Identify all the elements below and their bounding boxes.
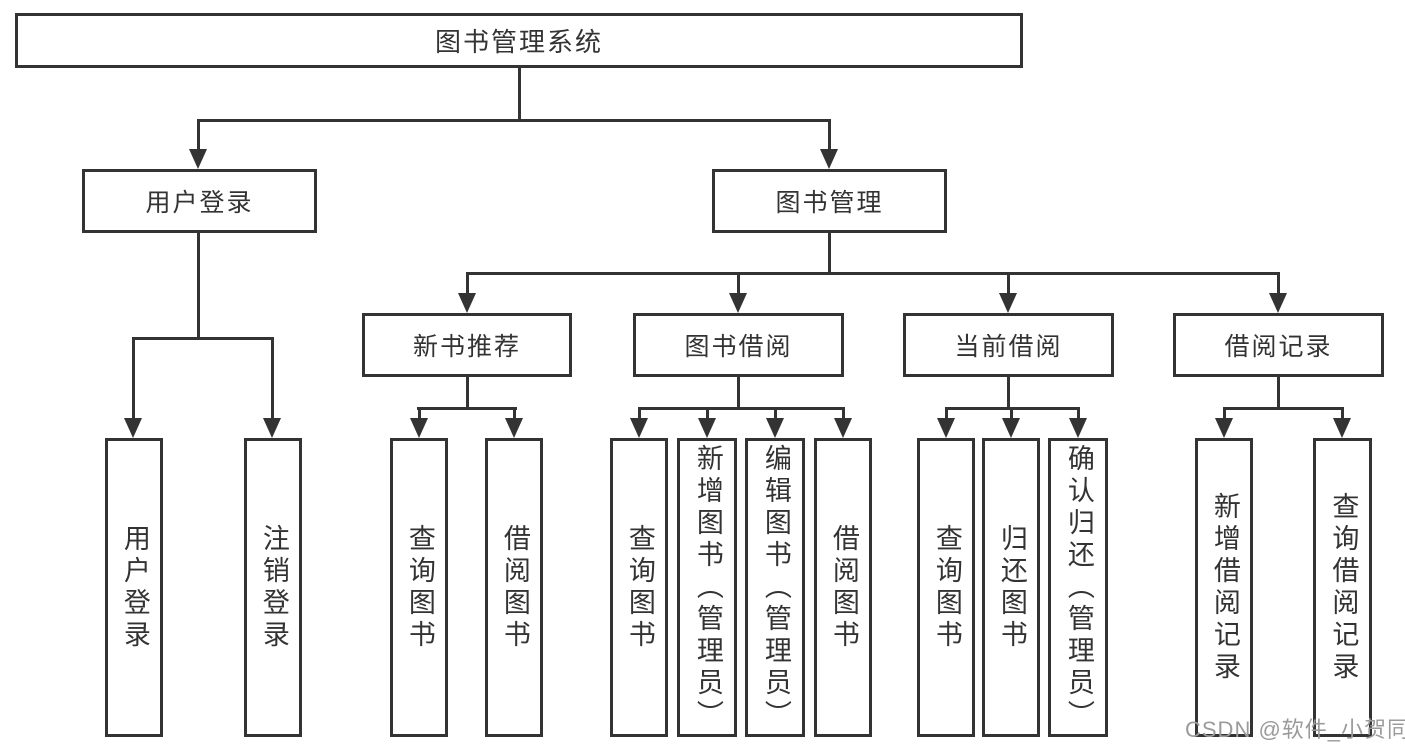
node-label: 图书借阅 [684, 333, 793, 361]
connector-to-leaf [132, 337, 135, 422]
connector-to-leaf [638, 407, 641, 422]
connector-to-leaf [271, 337, 274, 422]
connector-to-leaf [418, 407, 421, 422]
connector-to-leaf [842, 407, 845, 422]
node-label: 新书推荐 [412, 333, 521, 361]
arrow-down-icon [505, 418, 523, 438]
node-new-book-recommendation: 新书推荐 [362, 313, 572, 377]
leaf-return-books: 归还图书 [982, 438, 1040, 737]
connector-to-leaf [774, 407, 777, 422]
node-label: 查询借阅记录 [1328, 491, 1359, 684]
connector-to-book-borrow [737, 272, 740, 297]
connector-current-borrow-stem [1007, 377, 1010, 410]
arrow-down-icon [1269, 293, 1287, 313]
arrow-down-icon [999, 293, 1017, 313]
node-label: 借阅图书 [499, 523, 530, 652]
arrow-down-icon [1215, 418, 1233, 438]
node-label: 注销登录 [258, 523, 289, 652]
node-label: 借阅图书 [828, 523, 859, 652]
connector-to-leaf [1223, 407, 1226, 422]
connector-root-split [197, 119, 831, 122]
node-book-borrowing: 图书借阅 [633, 313, 844, 377]
node-label: 确认归还（管理员） [1063, 443, 1094, 732]
node-label: 查询图书 [624, 523, 655, 652]
connector-book-management-stem [828, 232, 831, 275]
leaf-logout: 注销登录 [244, 438, 302, 737]
arrow-down-icon [263, 418, 281, 438]
node-label: 图书管理系统 [434, 27, 603, 57]
connector-root-stem [518, 68, 521, 119]
leaf-edit-books-admin: 编辑图书（管理员） [745, 438, 805, 737]
arrow-down-icon [124, 418, 142, 438]
connector-user-login-stem [197, 232, 200, 339]
node-current-borrowing: 当前借阅 [903, 313, 1114, 377]
node-label: 当前借阅 [954, 333, 1063, 361]
connector-borrow-records-stem [1277, 377, 1280, 410]
connector-to-leaf [1077, 407, 1080, 422]
leaf-query-books: 查询图书 [917, 438, 975, 737]
leaf-add-books-admin: 新增图书（管理员） [677, 438, 737, 737]
node-label: 用户登录 [145, 189, 254, 217]
node-label: 查询图书 [404, 523, 435, 652]
node-label: 查询图书 [931, 523, 962, 652]
leaf-confirm-return-admin: 确认归还（管理员） [1048, 438, 1108, 737]
connector-book-borrow-stem [737, 377, 740, 410]
arrow-down-icon [766, 418, 784, 438]
connector-to-new-book [466, 272, 469, 297]
arrow-down-icon [937, 418, 955, 438]
connector-to-current-borrow [1007, 272, 1010, 297]
connector-to-user-login [197, 119, 200, 153]
arrow-down-icon [1002, 418, 1020, 438]
arrow-down-icon [729, 293, 747, 313]
connector-to-book-management [828, 119, 831, 153]
arrow-down-icon [458, 293, 476, 313]
node-borrowing-records: 借阅记录 [1173, 313, 1384, 377]
arrow-down-icon [820, 149, 838, 169]
node-book-management: 图书管理 [712, 169, 947, 233]
connector-to-leaf [1341, 407, 1344, 422]
leaf-borrow-books: 借阅图书 [814, 438, 872, 737]
connector-to-leaf [513, 407, 516, 422]
node-label: 借阅记录 [1224, 333, 1333, 361]
leaf-user-login: 用户登录 [105, 438, 163, 737]
connector-book-management-split [466, 272, 1280, 275]
connector-to-leaf [706, 407, 709, 422]
leaf-query-books: 查询图书 [610, 438, 668, 737]
node-label: 用户登录 [119, 523, 150, 652]
leaf-query-borrow-record: 查询借阅记录 [1313, 438, 1372, 737]
connector-borrow-records-split [1223, 407, 1344, 410]
arrow-down-icon [1333, 418, 1351, 438]
leaf-query-books: 查询图书 [390, 438, 448, 737]
arrow-down-icon [189, 149, 207, 169]
arrow-down-icon [698, 418, 716, 438]
arrow-down-icon [630, 418, 648, 438]
leaf-borrow-books: 借阅图书 [485, 438, 543, 737]
connector-user-login-split [132, 337, 274, 340]
connector-to-leaf [945, 407, 948, 422]
leaf-add-borrow-record: 新增借阅记录 [1195, 438, 1253, 737]
connector-to-borrow-records [1277, 272, 1280, 297]
node-user-login: 用户登录 [82, 169, 317, 233]
connector-new-book-split [417, 407, 517, 410]
arrow-down-icon [1069, 418, 1087, 438]
node-library-management-system: 图书管理系统 [15, 13, 1023, 68]
node-label: 归还图书 [996, 523, 1027, 652]
arrow-down-icon [410, 418, 428, 438]
node-label: 编辑图书（管理员） [760, 443, 791, 732]
arrow-down-icon [834, 418, 852, 438]
node-label: 新增图书（管理员） [692, 443, 723, 732]
connector-book-borrow-split [638, 407, 844, 410]
node-label: 新增借阅记录 [1209, 491, 1240, 684]
csdn-watermark: CSDN @软件_小贺同学 [1185, 717, 1405, 742]
connector-new-book-stem [466, 377, 469, 410]
connector-to-leaf [1010, 407, 1013, 422]
node-label: 图书管理 [775, 189, 884, 217]
